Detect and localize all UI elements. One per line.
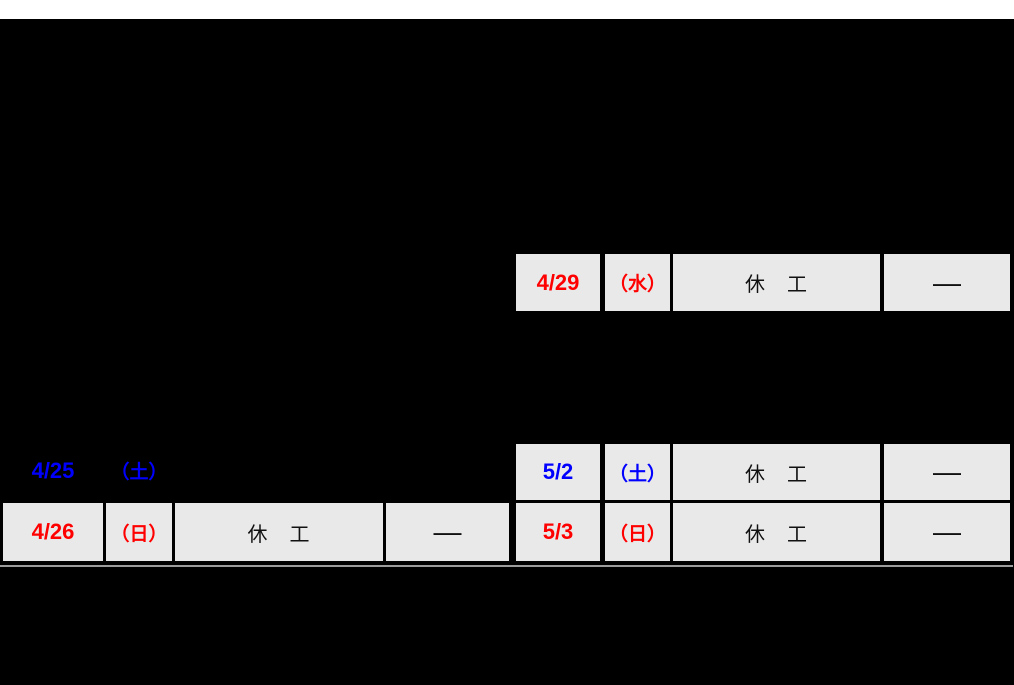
day-cell: （土） [106, 441, 172, 500]
note-dash: ― [933, 516, 961, 547]
weekday-label: （土） [608, 463, 666, 485]
status-label: 休 工 [745, 463, 808, 486]
table-bottom-rule [0, 565, 1013, 567]
weekday-label: （土） [110, 462, 168, 483]
schedule-row-5-2: 5/2 （土） 休 工 ― [512, 441, 1013, 503]
date-label: 4/29 [536, 269, 580, 295]
day-cell: （日） [605, 503, 670, 561]
status-label: 休 工 [247, 523, 311, 546]
day-cell: （土） [605, 444, 670, 500]
date-label: 5/3 [542, 519, 574, 544]
note-cell: ― [884, 503, 1010, 561]
status-cell: 休 工 [673, 444, 880, 500]
status-cell: 休 工 [673, 503, 880, 561]
schedule-row-5-3: 5/3 （日） 休 工 ― [512, 503, 1013, 564]
status-label: 休 工 [745, 523, 808, 546]
date-cell: 4/25 [3, 441, 103, 500]
date-cell: 5/3 [516, 503, 600, 561]
schedule-row-4-29: 4/29 （水） 休 工 ― [512, 250, 1013, 315]
status-cell: 休 工 [175, 503, 383, 561]
note-dash: ― [933, 456, 961, 487]
date-cell: 4/29 [516, 254, 600, 311]
note-cell: ― [386, 503, 509, 561]
day-cell: （日） [106, 503, 172, 561]
schedule-row-4-25: 4/25 （土） [0, 441, 512, 500]
weekday-label: （日） [608, 523, 666, 545]
date-cell: 4/26 [3, 503, 103, 561]
date-label: 5/2 [542, 459, 574, 484]
note-cell: ― [884, 444, 1010, 500]
weekday-label: （水） [608, 274, 666, 295]
note-dash: ― [933, 266, 961, 298]
status-label: 休 工 [745, 274, 808, 296]
weekday-label: （日） [110, 523, 168, 545]
status-cell: 休 工 [673, 254, 880, 311]
schedule-row-4-26: 4/26 （日） 休 工 ― [0, 500, 512, 564]
date-label: 4/26 [31, 519, 75, 544]
date-label: 4/25 [31, 457, 75, 483]
date-cell: 5/2 [516, 444, 600, 500]
day-cell: （水） [605, 254, 670, 311]
top-white-strip [0, 0, 1014, 19]
note-cell: ― [884, 254, 1010, 311]
note-dash: ― [433, 516, 462, 547]
